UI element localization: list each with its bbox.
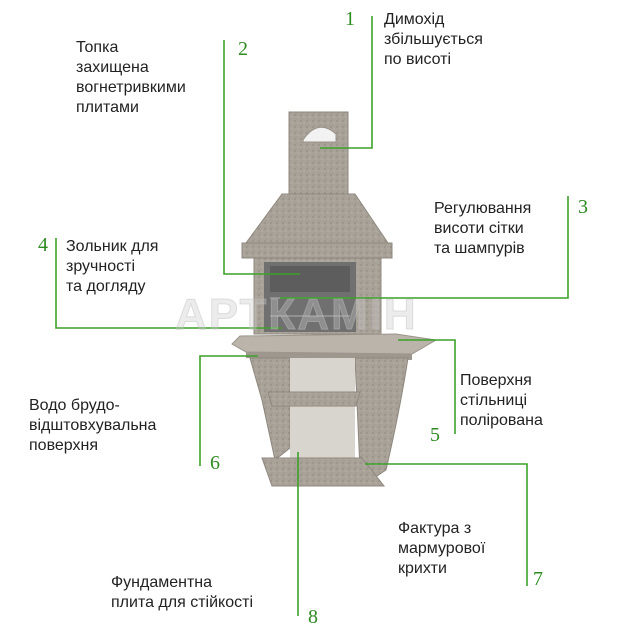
- right-leg: [354, 357, 409, 483]
- callout-7-number: 7: [533, 568, 543, 590]
- callout-2-text: Топка захищена вогнетривкими плитами: [76, 39, 186, 116]
- leader-6: [199, 355, 258, 466]
- leader-7: [365, 463, 528, 586]
- back-wall: [290, 358, 355, 458]
- callout-7-text: Фактура з мармурової крихти: [398, 520, 486, 577]
- callout-1-number: 1: [345, 8, 355, 30]
- callout-5-number: 5: [430, 424, 440, 446]
- middle-shelf: [267, 391, 361, 407]
- callout-8-number: 8: [308, 606, 318, 628]
- callout-1-text: Димохід збільшується по висоті: [384, 11, 483, 68]
- callout-3-text: Регулювання висоти сітки та шампурів: [434, 200, 532, 257]
- callout-6-number: 6: [210, 452, 220, 474]
- leader-2: [223, 40, 300, 275]
- callout-6-text: Водо брудо- відштовхувальна поверхня: [29, 397, 157, 454]
- callout-4-number: 4: [38, 234, 48, 256]
- callout-5-text: Поверхня стільниці полірована: [460, 372, 543, 429]
- callout-8-text: Фундаментна плита для стійкості: [111, 574, 253, 611]
- leader-3: [280, 196, 569, 299]
- firebox: [253, 257, 382, 335]
- leader-5: [398, 339, 456, 434]
- callout-lines: [55, 16, 569, 616]
- base-slab: [261, 457, 386, 487]
- hood: [241, 193, 393, 259]
- leader-1: [320, 16, 373, 149]
- callout-4-text: Зольник для зручності та догляду: [66, 238, 159, 295]
- callout-3-number: 3: [578, 196, 588, 218]
- leader-4: [55, 238, 282, 329]
- left-leg: [249, 357, 291, 461]
- brand-watermark: АРТКАМІН: [175, 290, 418, 340]
- callout-2-number: 2: [238, 38, 248, 60]
- chimney: [288, 111, 349, 195]
